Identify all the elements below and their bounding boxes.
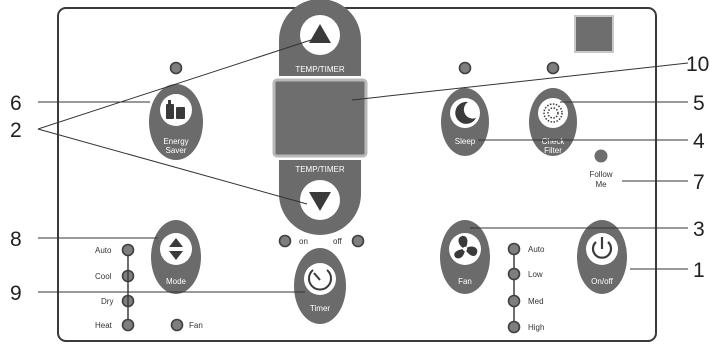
temp-up-button[interactable]: TEMP/TIMER <box>279 0 361 76</box>
check-filter-label-line2: Filter <box>544 146 562 155</box>
power-button[interactable]: On/off <box>577 220 627 294</box>
status-window <box>574 15 614 53</box>
mode-button[interactable]: Mode <box>151 220 201 294</box>
check-filter-led <box>546 61 560 75</box>
energy-saver-icon <box>166 100 185 119</box>
fan-speed-indicator-high: High <box>507 320 544 334</box>
timer-off-label: off <box>333 237 343 246</box>
callout-7: 7 <box>693 171 705 194</box>
timer-on-led <box>278 234 292 248</box>
mode-fan-label: Fan <box>189 321 203 330</box>
sleep-button[interactable]: Sleep <box>441 88 489 156</box>
callout-2: 2 <box>10 119 22 142</box>
mode-up-arrow-icon <box>169 238 183 247</box>
callout-1: 1 <box>693 259 705 282</box>
fan-speed-label: High <box>528 323 544 332</box>
callout-3: 3 <box>693 218 705 241</box>
mode-label: Mode <box>166 277 187 286</box>
fan-speed-label: Low <box>528 270 543 279</box>
temp-down-button[interactable]: TEMP/TIMER <box>279 160 361 235</box>
timer-off-led <box>351 234 365 248</box>
check-filter-button[interactable]: Check Filter <box>529 88 577 156</box>
follow-me-sensor <box>594 149 608 163</box>
mode-indicator-label: Dry <box>101 297 113 306</box>
callout-8: 8 <box>10 228 22 251</box>
fan-speed-indicator-auto: Auto <box>507 242 545 256</box>
moon-icon <box>455 101 476 124</box>
callout-5: 5 <box>693 92 705 115</box>
energy-saver-label-line1: Energy <box>163 137 188 146</box>
follow-me-label-line1: Follow <box>589 170 612 179</box>
check-filter-label-line1: Check <box>542 137 566 146</box>
arrow-up-icon <box>309 24 331 43</box>
temp-down-label: TEMP/TIMER <box>295 165 345 174</box>
sleep-label: Sleep <box>455 137 476 146</box>
fan-speed-label: Auto <box>528 245 545 254</box>
filter-icon <box>543 103 563 123</box>
follow-me-label-line2: Me <box>595 180 607 189</box>
temperature-display <box>272 78 368 158</box>
sleep-led <box>458 61 472 75</box>
mode-indicator-fan: Fan <box>170 318 203 332</box>
fan-speed-indicator-low: Low <box>507 267 543 281</box>
energy-saver-led <box>169 61 183 75</box>
temp-up-label: TEMP/TIMER <box>295 65 345 74</box>
callout-lines <box>37 39 689 293</box>
energy-saver-button[interactable]: Energy Saver <box>149 84 203 160</box>
timer-icon <box>308 269 332 291</box>
mode-indicator-label: Heat <box>95 321 113 330</box>
power-icon <box>591 237 613 259</box>
fan-icon <box>454 235 478 259</box>
arrow-down-icon <box>309 192 331 211</box>
fan-button[interactable]: Fan <box>440 220 490 294</box>
callout-9: 9 <box>10 282 22 305</box>
fan-speed-indicator-med: Med <box>507 294 544 308</box>
timer-label: Timer <box>310 304 330 313</box>
mode-indicator-label: Cool <box>95 272 112 281</box>
energy-saver-label-line2: Saver <box>166 146 187 155</box>
mode-indicator-label: Auto <box>95 246 112 255</box>
callout-4: 4 <box>693 130 705 153</box>
fan-label: Fan <box>458 277 472 286</box>
fan-speed-label: Med <box>528 297 544 306</box>
power-label: On/off <box>591 277 613 286</box>
timer-on-label: on <box>299 237 308 246</box>
callout-10: 10 <box>686 53 709 76</box>
timer-button[interactable]: Timer <box>294 248 346 324</box>
callout-6: 6 <box>10 92 22 115</box>
mode-down-arrow-icon <box>169 251 183 260</box>
